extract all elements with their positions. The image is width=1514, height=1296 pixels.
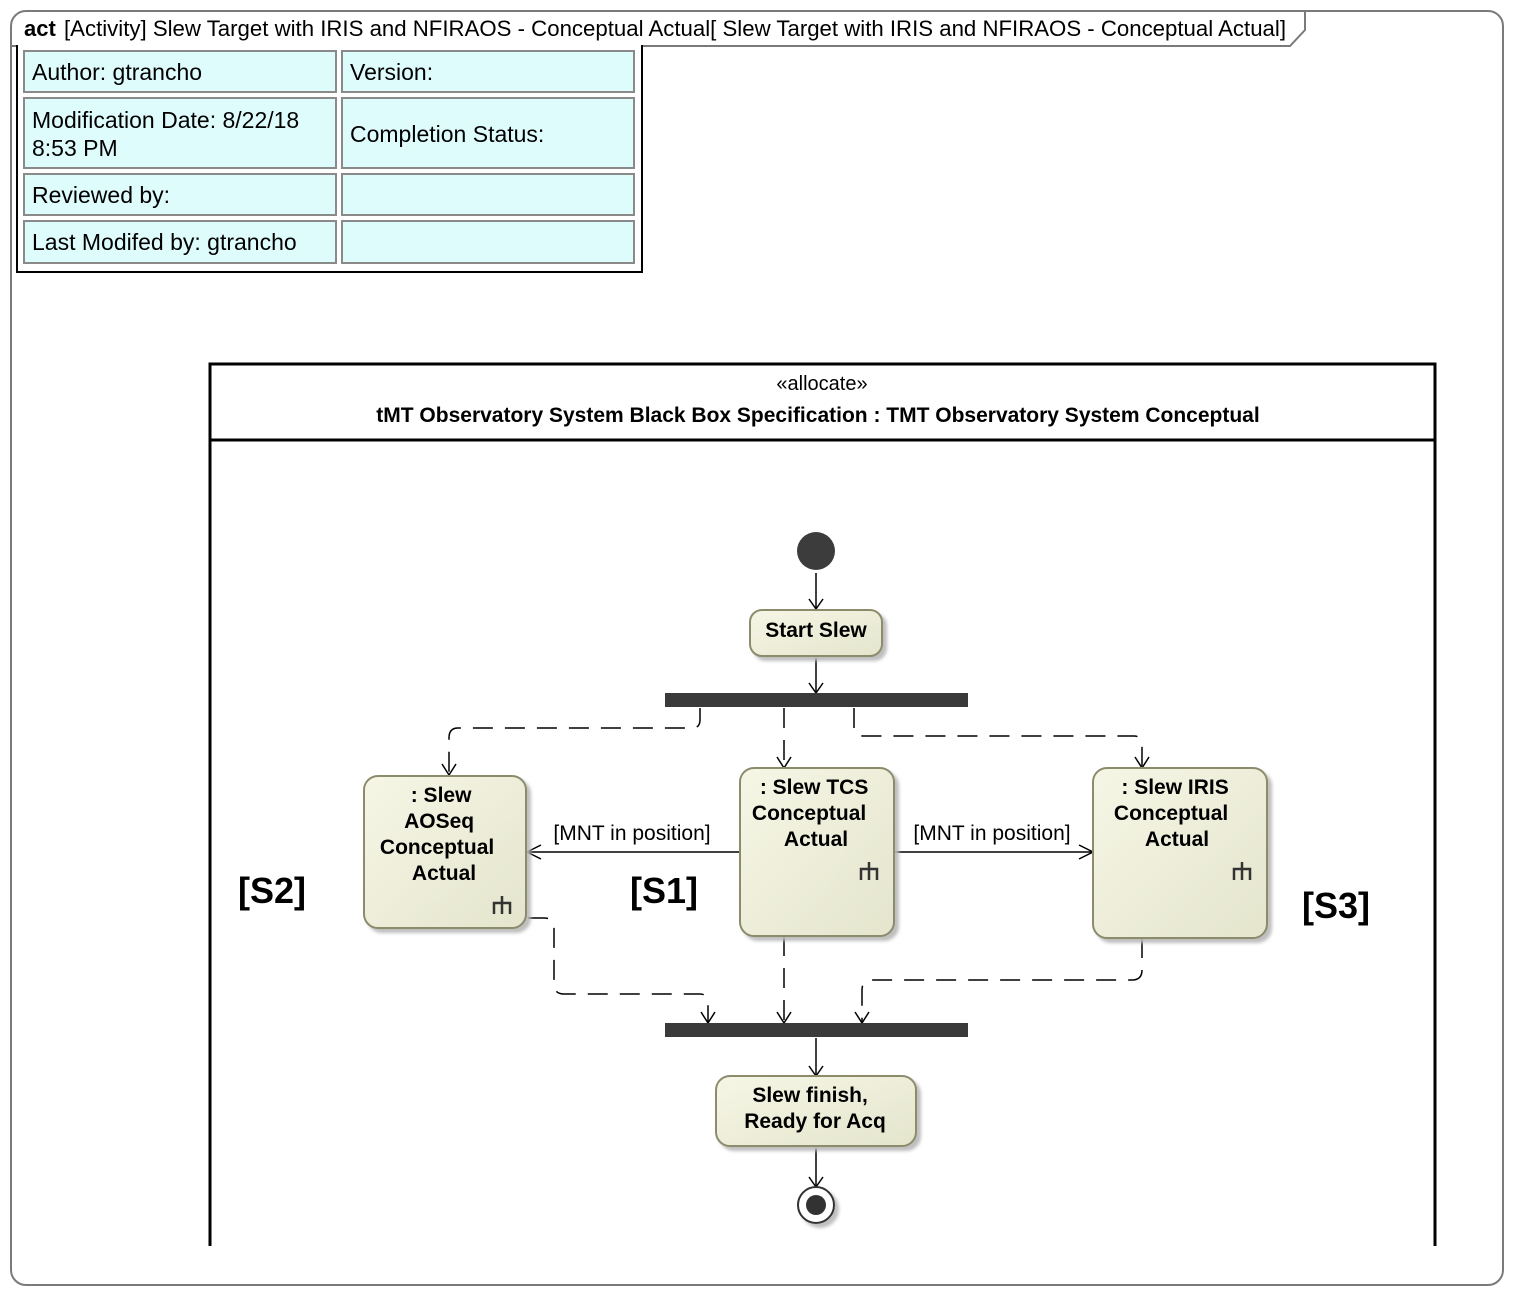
partition-stereotype: «allocate» <box>776 373 867 395</box>
action-slew-iris[interactable] <box>1092 767 1268 939</box>
action-start-slew[interactable] <box>749 609 883 657</box>
guard-right: [MNT in position] <box>913 822 1070 845</box>
call-behavior-rake-icon <box>492 896 512 914</box>
dashed-flows <box>448 708 1143 1022</box>
action-slew-finish-label: Slew finish, Ready for Acq <box>744 1084 886 1133</box>
modification-date-cell: Modification Date: 8/22/18 8:53 PM <box>23 97 337 169</box>
action-slew-aoseq-label: : Slew AOSeq Conceptual Actual <box>380 784 500 885</box>
label-s3: [S3] <box>1302 885 1370 926</box>
version-cell: Version: <box>341 50 635 93</box>
call-behavior-rake-icon <box>1232 862 1252 880</box>
partition-box <box>208 362 1437 442</box>
fork-bar[interactable] <box>665 693 968 707</box>
label-s1: [S1] <box>630 870 698 911</box>
last-modified-value-cell <box>341 220 635 264</box>
flow-aoseq-to-join[interactable] <box>528 917 709 1022</box>
action-slew-finish[interactable] <box>715 1075 917 1147</box>
partition-name: tMT Observatory System Black Box Specifi… <box>376 404 1259 427</box>
call-behavior-rake-icon <box>859 862 879 880</box>
reviewed-by-cell: Reviewed by: <box>23 173 337 216</box>
last-modified-by-cell: Last Modifed by: gtrancho <box>23 220 337 264</box>
author-cell: Author: gtrancho <box>23 50 337 93</box>
guard-left: [MNT in position] <box>553 822 710 845</box>
reviewed-value-cell <box>341 173 635 216</box>
flow-fork-to-iris[interactable] <box>853 708 1143 766</box>
frame-title: [Activity] Slew Target with IRIS and NFI… <box>64 16 1286 41</box>
info-table: Author: gtrancho Version: Modification D… <box>16 45 643 273</box>
action-slew-tcs[interactable] <box>739 767 895 937</box>
flow-iris-to-join[interactable] <box>861 938 1143 1022</box>
join-bar[interactable] <box>665 1023 968 1037</box>
frame-title-tab <box>12 11 1306 47</box>
action-slew-tcs-label: : Slew TCS Conceptual Actual <box>752 776 874 851</box>
action-start-slew-label: Start Slew <box>765 619 867 642</box>
activity-final-node[interactable] <box>797 1186 835 1224</box>
flow-fork-to-aoseq[interactable] <box>448 708 701 772</box>
completion-status-cell: Completion Status: <box>341 97 635 169</box>
action-slew-iris-label: : Slew IRIS Conceptual Actual <box>1114 776 1235 851</box>
diagram-frame <box>10 10 1504 1286</box>
frame-kind: act <box>24 16 56 41</box>
action-slew-aoseq[interactable] <box>363 775 527 929</box>
initial-node[interactable] <box>797 532 835 570</box>
control-flows <box>525 573 1095 1189</box>
label-s2: [S2] <box>238 870 306 911</box>
